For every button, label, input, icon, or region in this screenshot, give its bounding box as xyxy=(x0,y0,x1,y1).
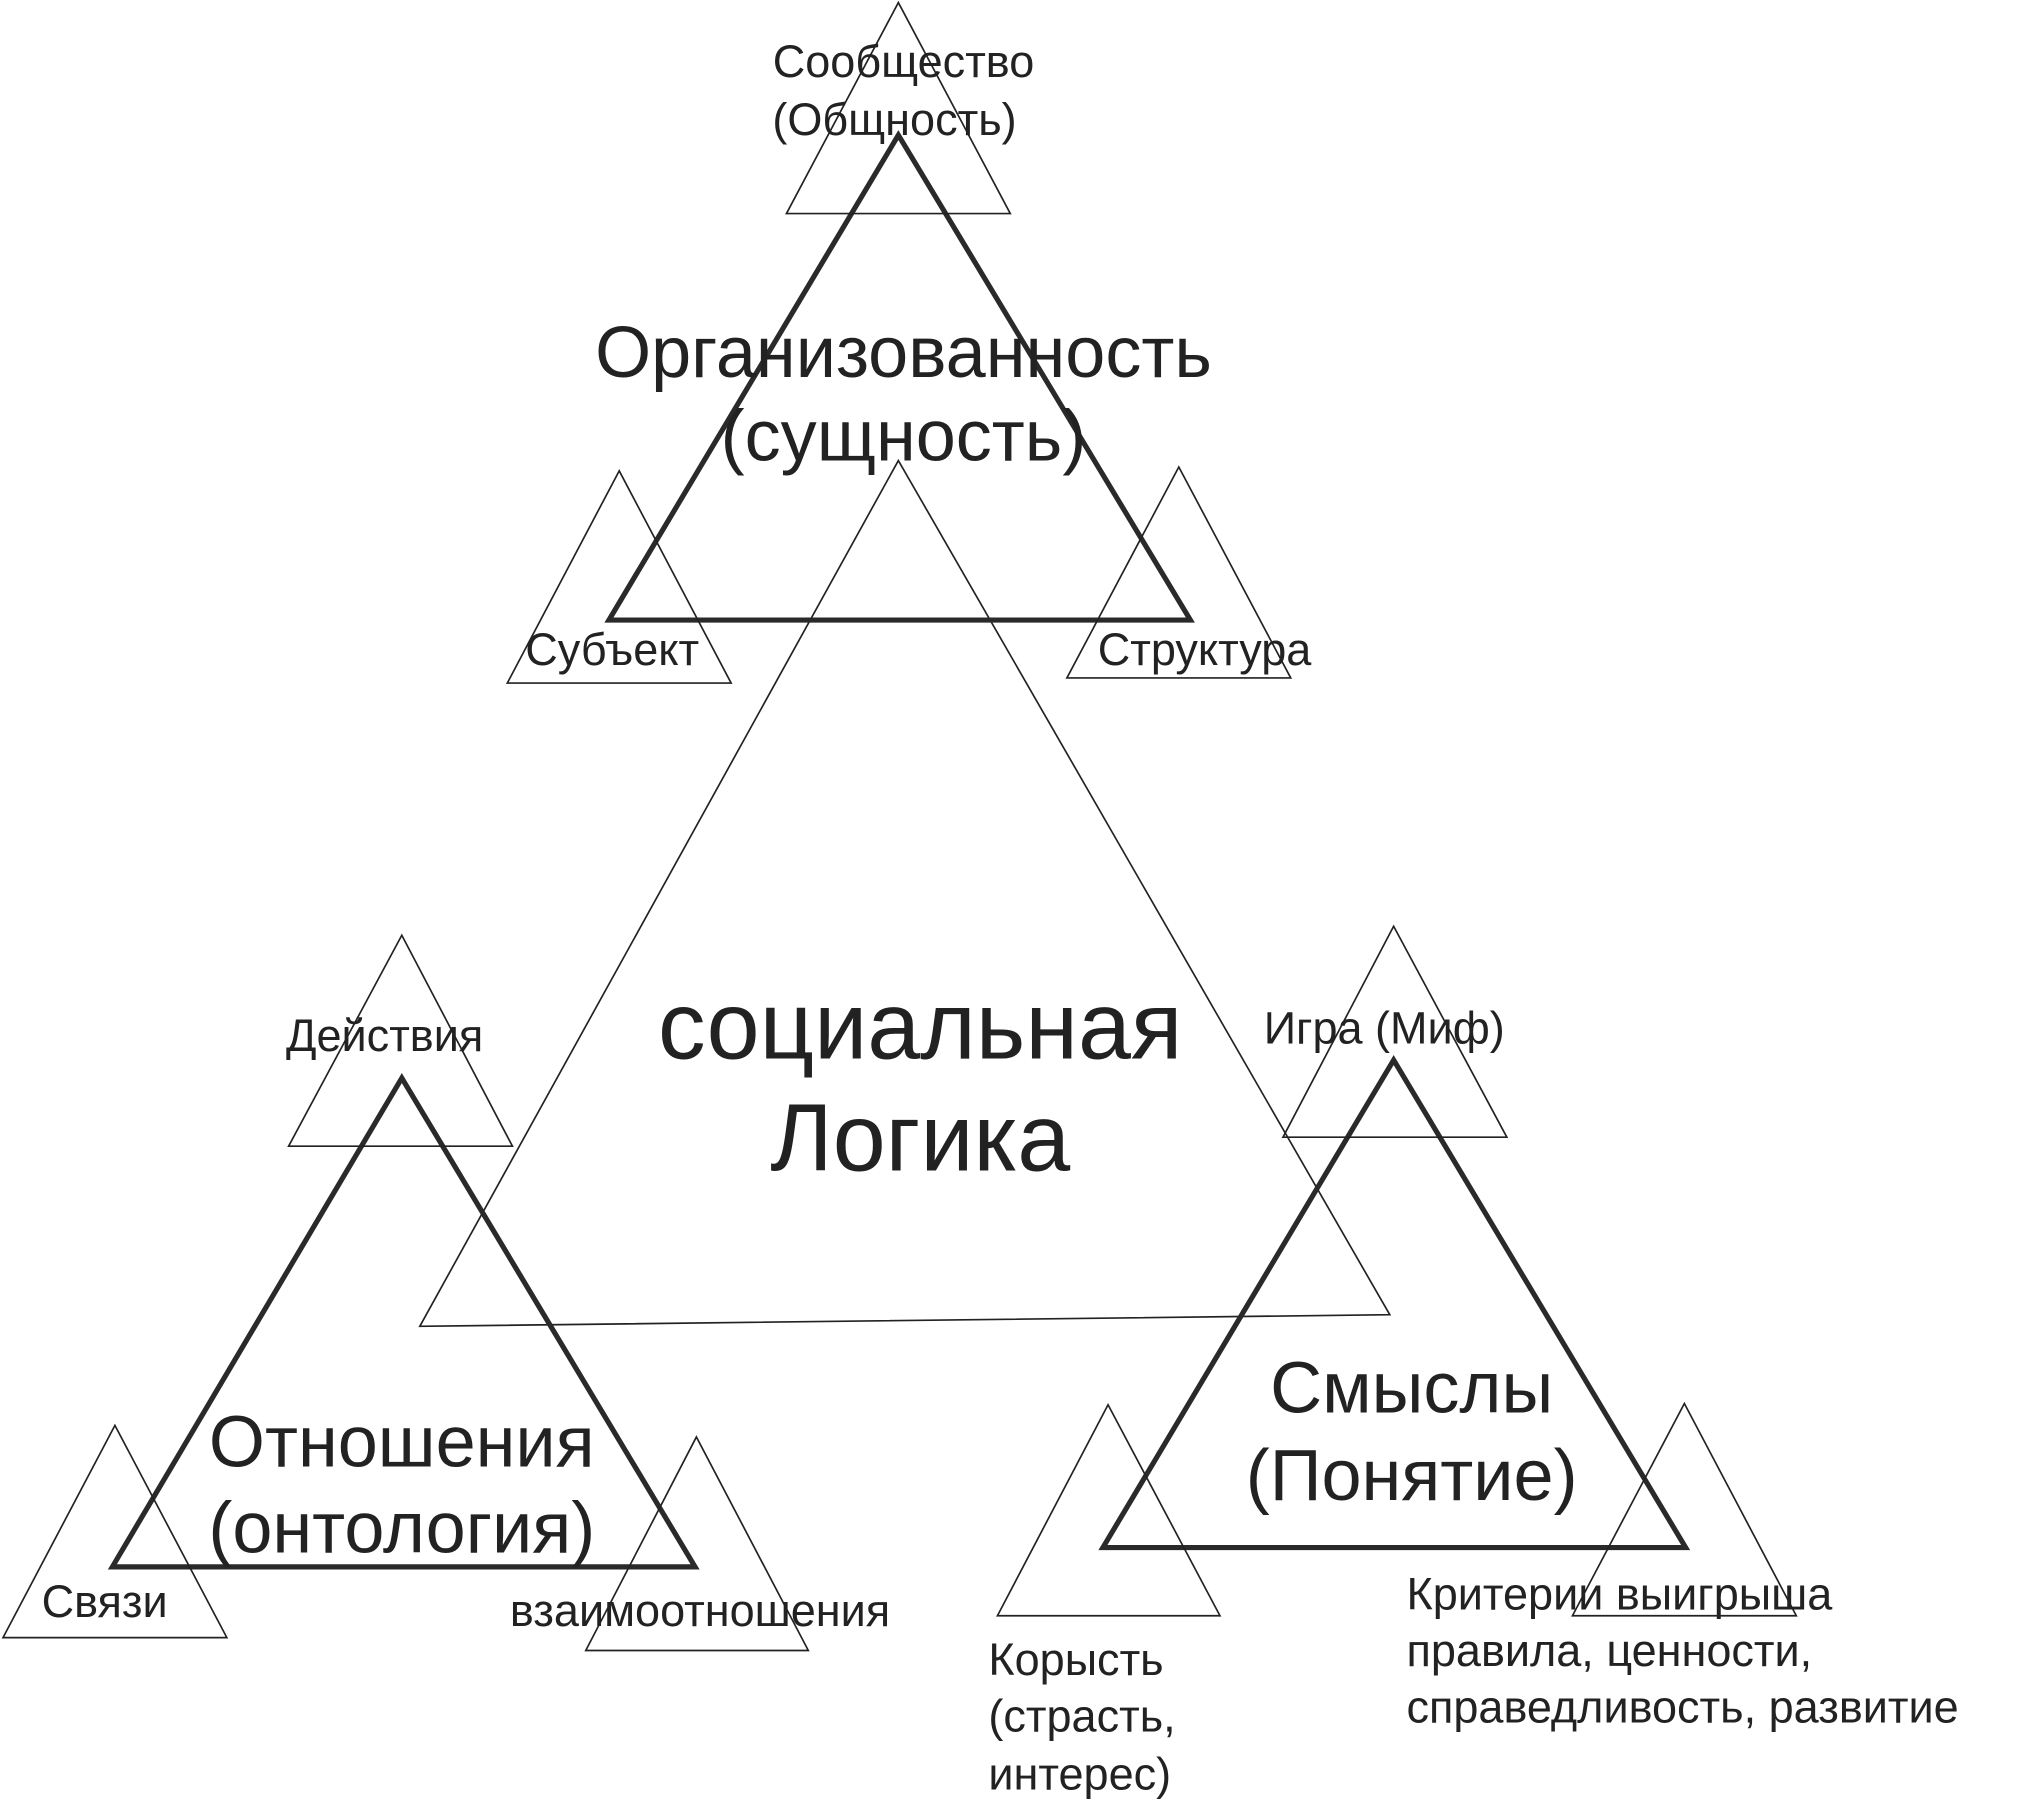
right-left-label-1: Корысть xyxy=(988,1634,1163,1685)
left-apex-label: Действия xyxy=(286,1010,483,1061)
right-left-label-3: интерес) xyxy=(988,1748,1171,1799)
right-right-label-1: Критерии выигрыша xyxy=(1407,1568,1834,1619)
right-right-triangle xyxy=(1571,1401,1798,1617)
left-right-label: взаимоотношения xyxy=(510,1585,890,1636)
left-left-triangle xyxy=(1,1423,229,1639)
center-label-1: социальная xyxy=(658,974,1182,1080)
top-title-2: (сущность) xyxy=(721,397,1087,477)
right-left-triangle xyxy=(996,1402,1222,1617)
right-apex-triangle xyxy=(1281,924,1509,1139)
top-left-triangle xyxy=(505,469,733,684)
top-triangle xyxy=(604,130,1195,623)
right-title-2: (Понятие) xyxy=(1246,1436,1578,1516)
left-title-1: Отношения xyxy=(209,1403,595,1483)
right-triangle xyxy=(1098,1055,1691,1551)
right-apex-label: Игра (Миф) xyxy=(1264,1002,1505,1053)
left-title-2: (онтология) xyxy=(208,1489,595,1569)
center-label-2: Логика xyxy=(770,1086,1070,1192)
central-triangle xyxy=(418,458,1392,1328)
top-apex-triangle xyxy=(785,0,1012,215)
right-right-label-2: правила, ценности, xyxy=(1407,1625,1813,1676)
left-left-label: Связи xyxy=(42,1576,168,1627)
right-left-label-2: (страсть, xyxy=(988,1691,1175,1742)
top-title-1: Организованность xyxy=(595,313,1212,393)
left-apex-triangle xyxy=(287,933,514,1148)
left-right-triangle xyxy=(584,1435,810,1652)
top-apex-label-2: (Общность) xyxy=(772,94,1016,145)
left-triangle xyxy=(107,1073,700,1570)
top-left-label: Субъект xyxy=(525,624,699,675)
top-right-label: Структура xyxy=(1098,624,1313,675)
top-apex-label-1: Сообщество xyxy=(773,36,1035,87)
top-right-triangle xyxy=(1065,465,1293,679)
right-right-label-3: справедливость, развитие xyxy=(1407,1682,1959,1733)
right-title-1: Смыслы xyxy=(1270,1348,1553,1428)
